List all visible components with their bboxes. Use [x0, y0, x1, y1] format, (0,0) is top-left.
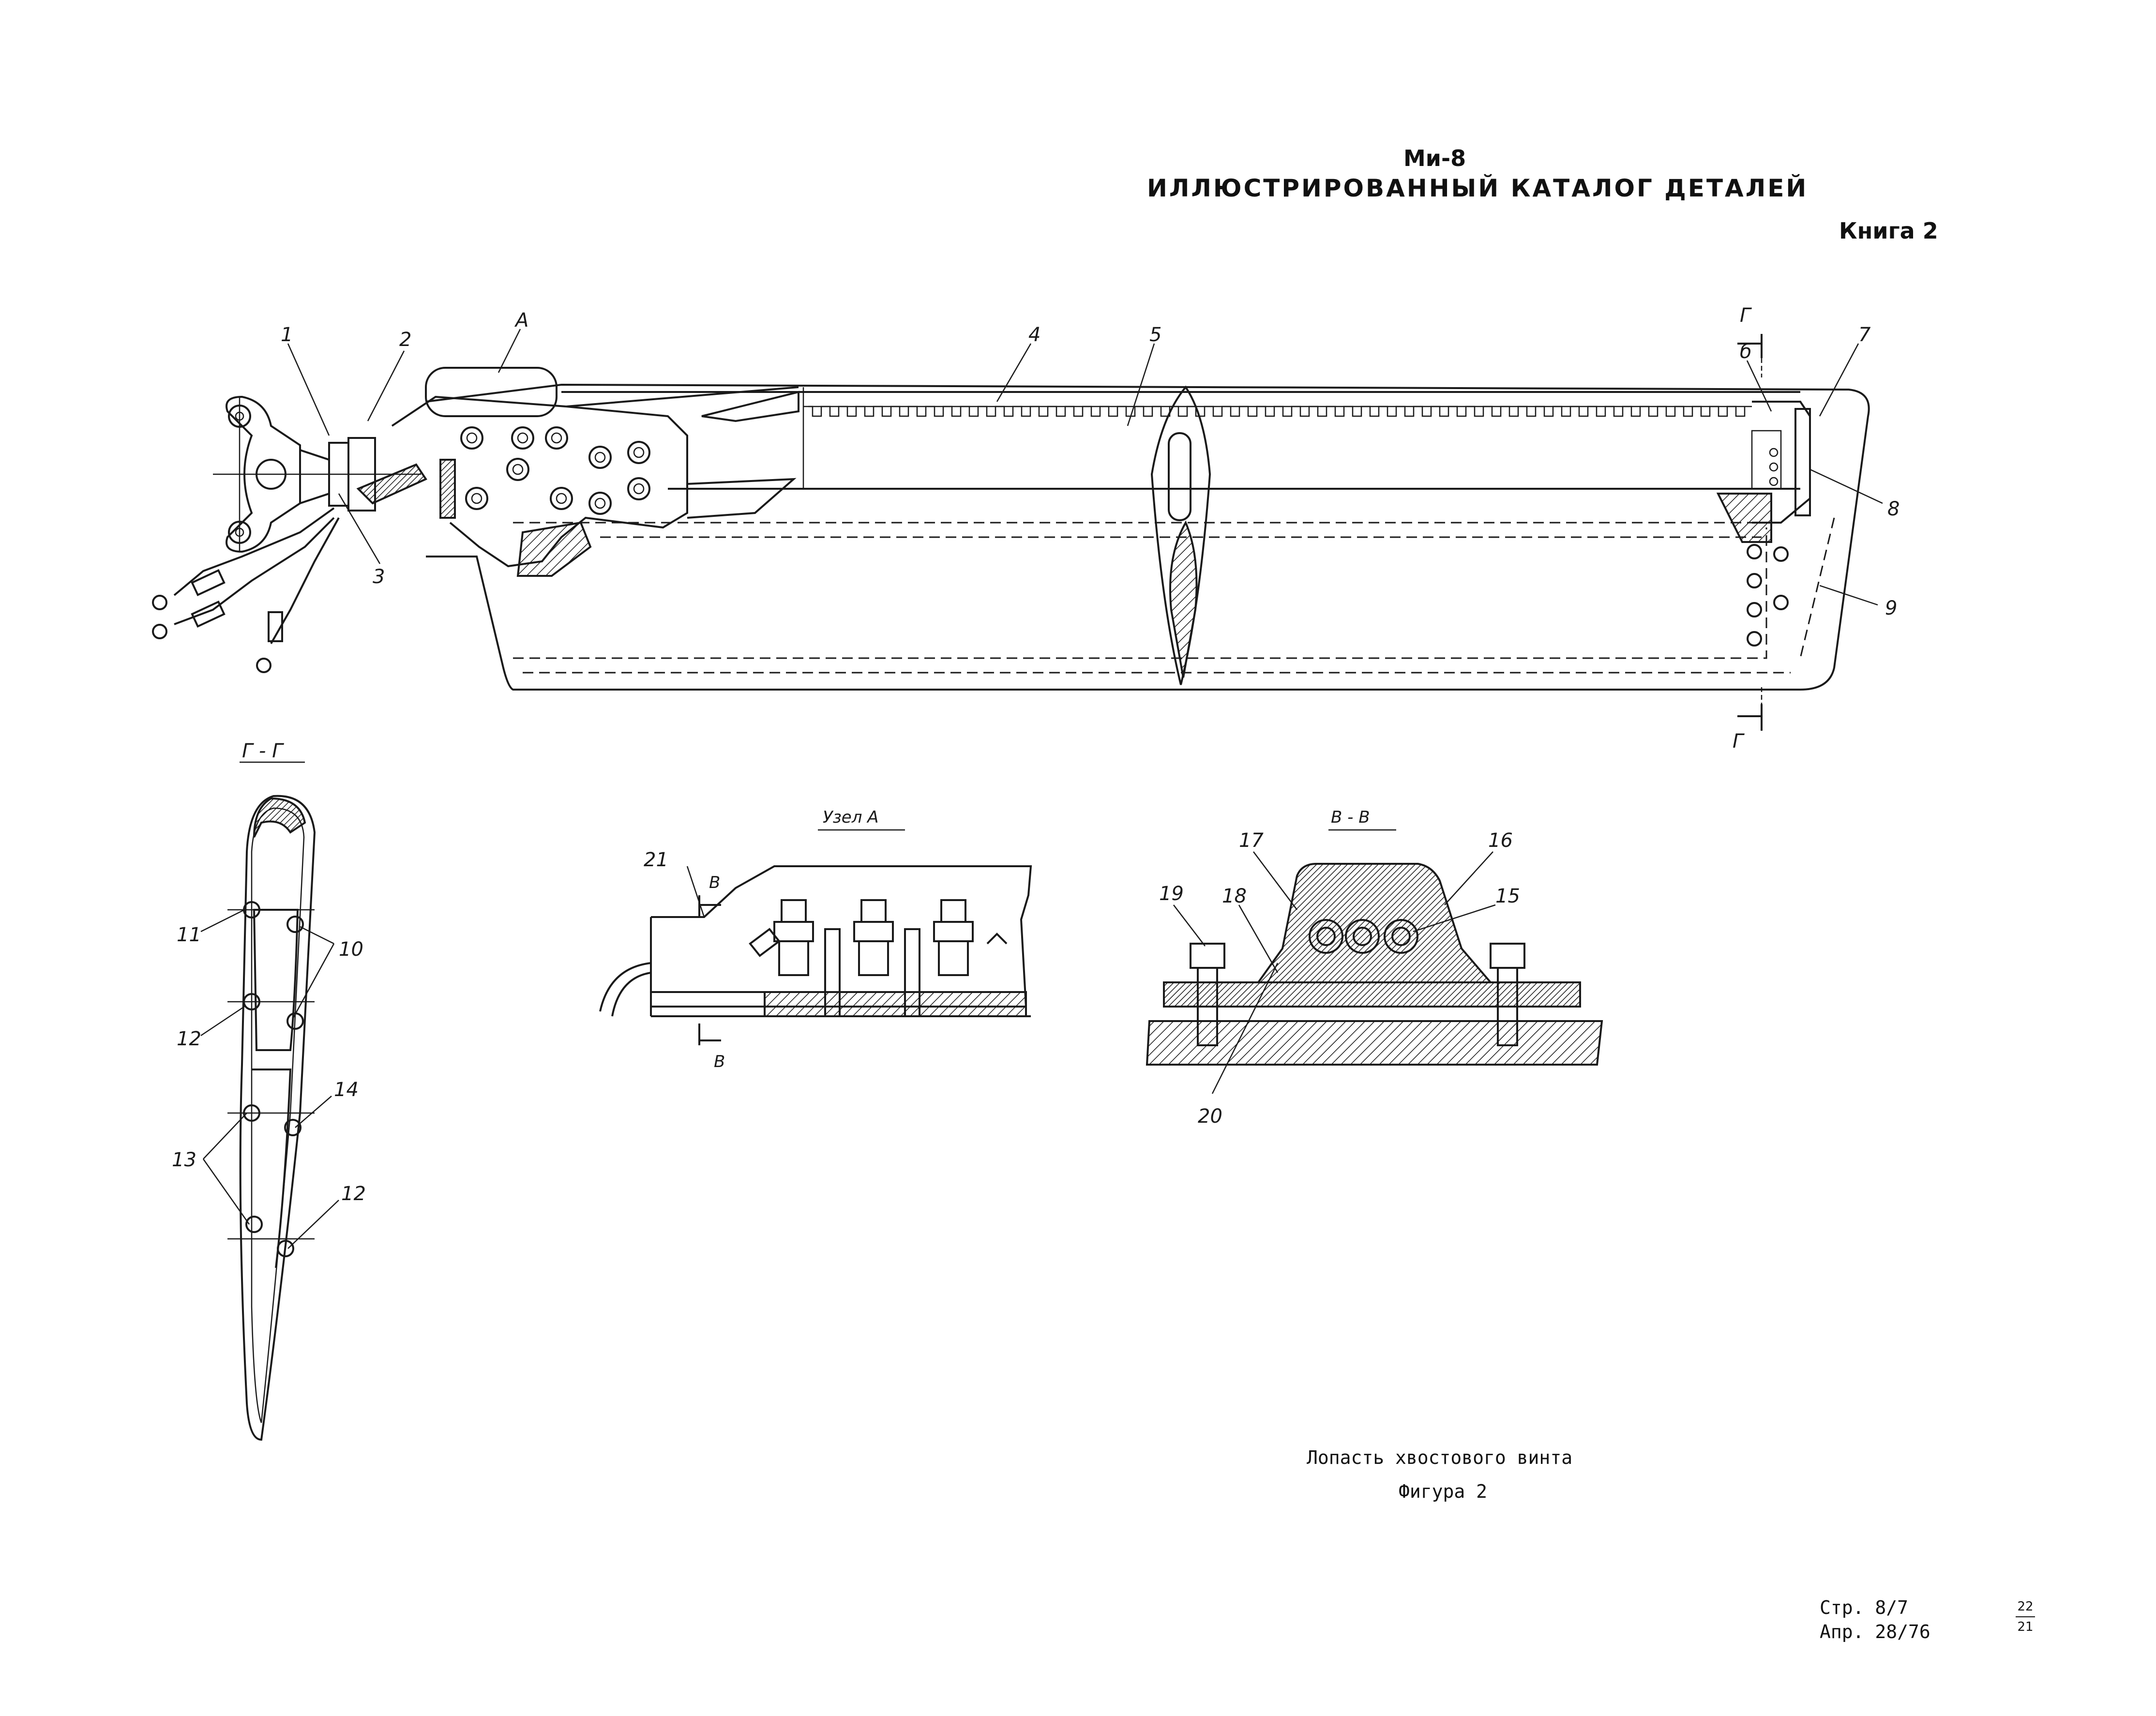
detail-a-title: Узел А — [823, 808, 879, 827]
figure-caption-title: Лопасть хвостового винта — [1307, 1447, 1573, 1468]
callout-3: 3 — [373, 566, 385, 588]
hub-fitting — [213, 395, 421, 553]
section-g-g-title: Г - Г — [242, 740, 284, 762]
detail-node-a-view: Узел А 21 В В — [599, 808, 1032, 1071]
spar-serration — [808, 406, 1746, 417]
callout-6: б — [1740, 341, 1752, 363]
callout-19: 19 — [1159, 883, 1184, 905]
callout-1: 1 — [281, 324, 293, 346]
callout-4: 4 — [1028, 324, 1040, 346]
blade-main-view: 1 2 3 А 4 5 Г б 7 8 9 Г — [152, 304, 1900, 753]
blade-outline — [425, 383, 1870, 691]
callout-10: 10 — [339, 938, 363, 961]
callout-12-lower: 12 — [341, 1183, 366, 1205]
catalog-title: ИЛЛЮСТРИРОВАННЫЙ КАТАЛОГ ДЕТАЛЕЙ — [1147, 174, 1809, 202]
section-g-g-view: Г - Г 11 10 12 13 — [172, 740, 366, 1441]
book-number: Книга 2 — [1839, 218, 1938, 244]
root-bolts — [460, 426, 650, 515]
fraction-bar — [2016, 1616, 2035, 1617]
bonding-cables — [152, 507, 340, 673]
callout-14: 14 — [334, 1079, 359, 1101]
cut-v-bottom: В — [714, 1052, 725, 1071]
section-v-v-title: В - В — [1331, 808, 1370, 827]
sheet-top: 22 — [2017, 1599, 2034, 1614]
aircraft-model: Ми-8 — [1403, 145, 1466, 171]
mid-section-contour — [1150, 385, 1211, 685]
node-a-outline — [425, 367, 558, 417]
section-v-v-view: В - В 19 18 17 16 15 20 — [1146, 808, 1603, 1128]
tip-assembly — [1716, 401, 1811, 647]
revision-date: Апр. 28/76 — [1820, 1621, 1930, 1642]
callout-7: 7 — [1858, 324, 1871, 346]
callout-8: 8 — [1887, 498, 1900, 520]
cut-g-top: Г — [1740, 304, 1752, 327]
callout-21: 21 — [644, 849, 668, 871]
callout-16: 16 — [1488, 829, 1513, 852]
callout-9: 9 — [1885, 597, 1897, 619]
callout-2: 2 — [399, 329, 411, 351]
section-g-g-bolts — [227, 901, 315, 1257]
cut-v-top: В — [709, 873, 720, 892]
sheet-bottom: 21 — [2017, 1620, 2034, 1634]
callout-18: 18 — [1222, 885, 1247, 907]
callout-13: 13 — [172, 1149, 196, 1171]
sheet-fraction: 22 21 — [2016, 1597, 2035, 1637]
section-v-v-bolts — [1190, 943, 1525, 1046]
node-a-marker: А — [514, 309, 528, 331]
callout-12-upper: 12 — [177, 1028, 201, 1050]
main-view-leaders — [287, 329, 1883, 606]
callout-17: 17 — [1239, 829, 1264, 852]
figure-caption-number: Фигура 2 — [1399, 1481, 1488, 1502]
callout-5: 5 — [1149, 324, 1161, 346]
node-a-fasteners — [749, 899, 1008, 1017]
callout-20: 20 — [1198, 1105, 1222, 1128]
callout-11: 11 — [177, 924, 201, 946]
callout-15: 15 — [1495, 885, 1520, 907]
page-number: Стр. 8/7 — [1820, 1597, 1909, 1618]
cut-g-bottom: Г — [1733, 730, 1745, 753]
